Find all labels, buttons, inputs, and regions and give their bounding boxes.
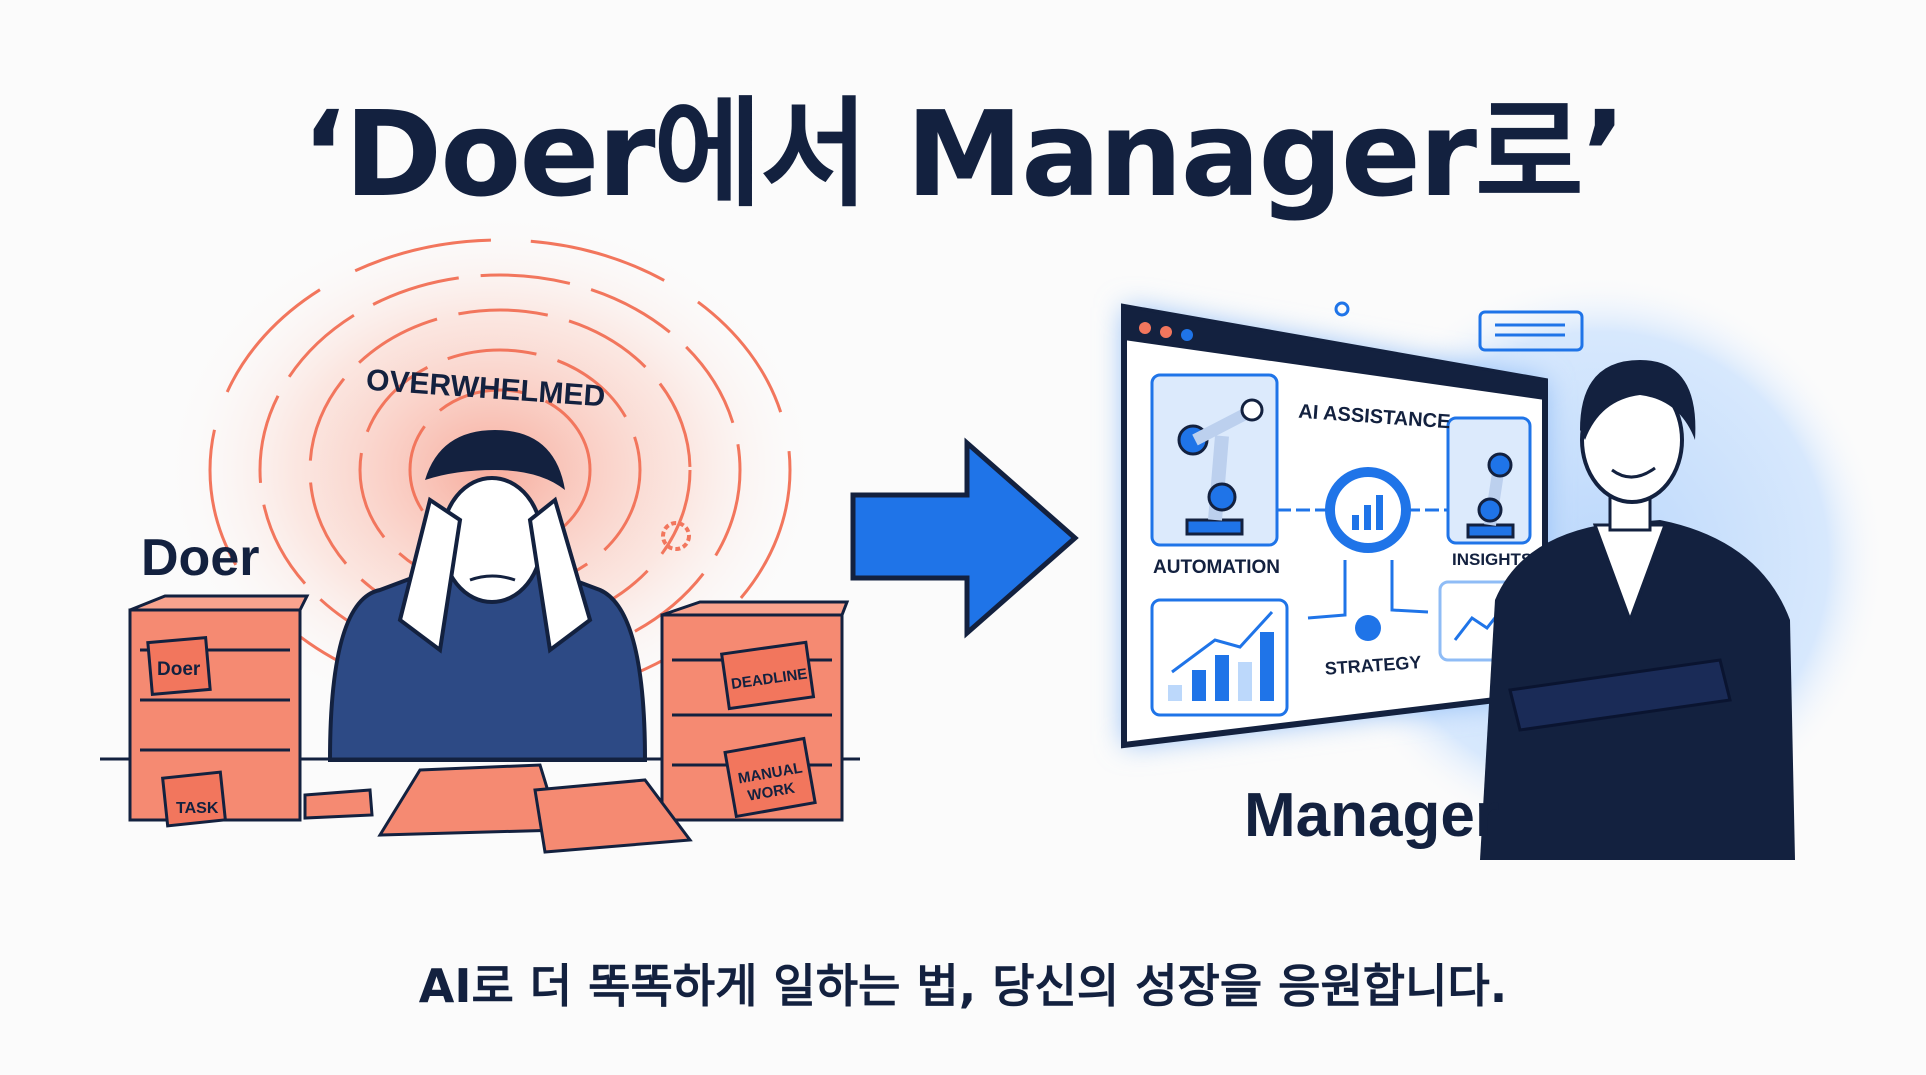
window-dot-orange xyxy=(1160,326,1172,338)
window-dot-blue xyxy=(1181,329,1193,341)
manager-scene: AI ASSISTANCE AUTOMATION INSIGHTS STRATE… xyxy=(1121,275,1885,860)
growth-chart-panel xyxy=(1150,598,1289,717)
paper-stack-right xyxy=(660,600,850,822)
robot-arm-icon-2 xyxy=(1466,452,1515,539)
screen-insights: INSIGHTS xyxy=(1452,550,1532,569)
transition-arrow xyxy=(850,437,1079,639)
strategy-gear-icon xyxy=(1355,615,1381,641)
stressed-person xyxy=(327,430,648,762)
paper-stack-left xyxy=(128,594,310,828)
doer-label: Doer xyxy=(141,529,260,587)
doer-scene: OVERWHELMED Doer TASK xyxy=(100,210,860,854)
chat-bubble-icon xyxy=(1334,301,1584,352)
desk-papers xyxy=(303,763,693,854)
note-task: TASK xyxy=(176,800,219,817)
screen-automation: AUTOMATION xyxy=(1153,557,1280,578)
subtitle: AI로 더 똑똑하게 일하는 법, 당신의 성장을 응원합니다. xyxy=(418,959,1508,1013)
gear-icon xyxy=(661,521,691,551)
note-doer: Doer xyxy=(157,659,201,680)
page-title: ‘Doer에서 Manager로’ xyxy=(301,85,1626,223)
window-dot-red xyxy=(1139,322,1151,334)
ai-dashboard-screen xyxy=(1121,303,1548,749)
insights-panel xyxy=(1446,416,1532,545)
confident-manager xyxy=(1480,360,1795,860)
manager-label: Manager xyxy=(1244,781,1499,850)
ai-chart-hub-icon xyxy=(1277,467,1448,641)
robot-arm-icon xyxy=(1177,398,1264,536)
